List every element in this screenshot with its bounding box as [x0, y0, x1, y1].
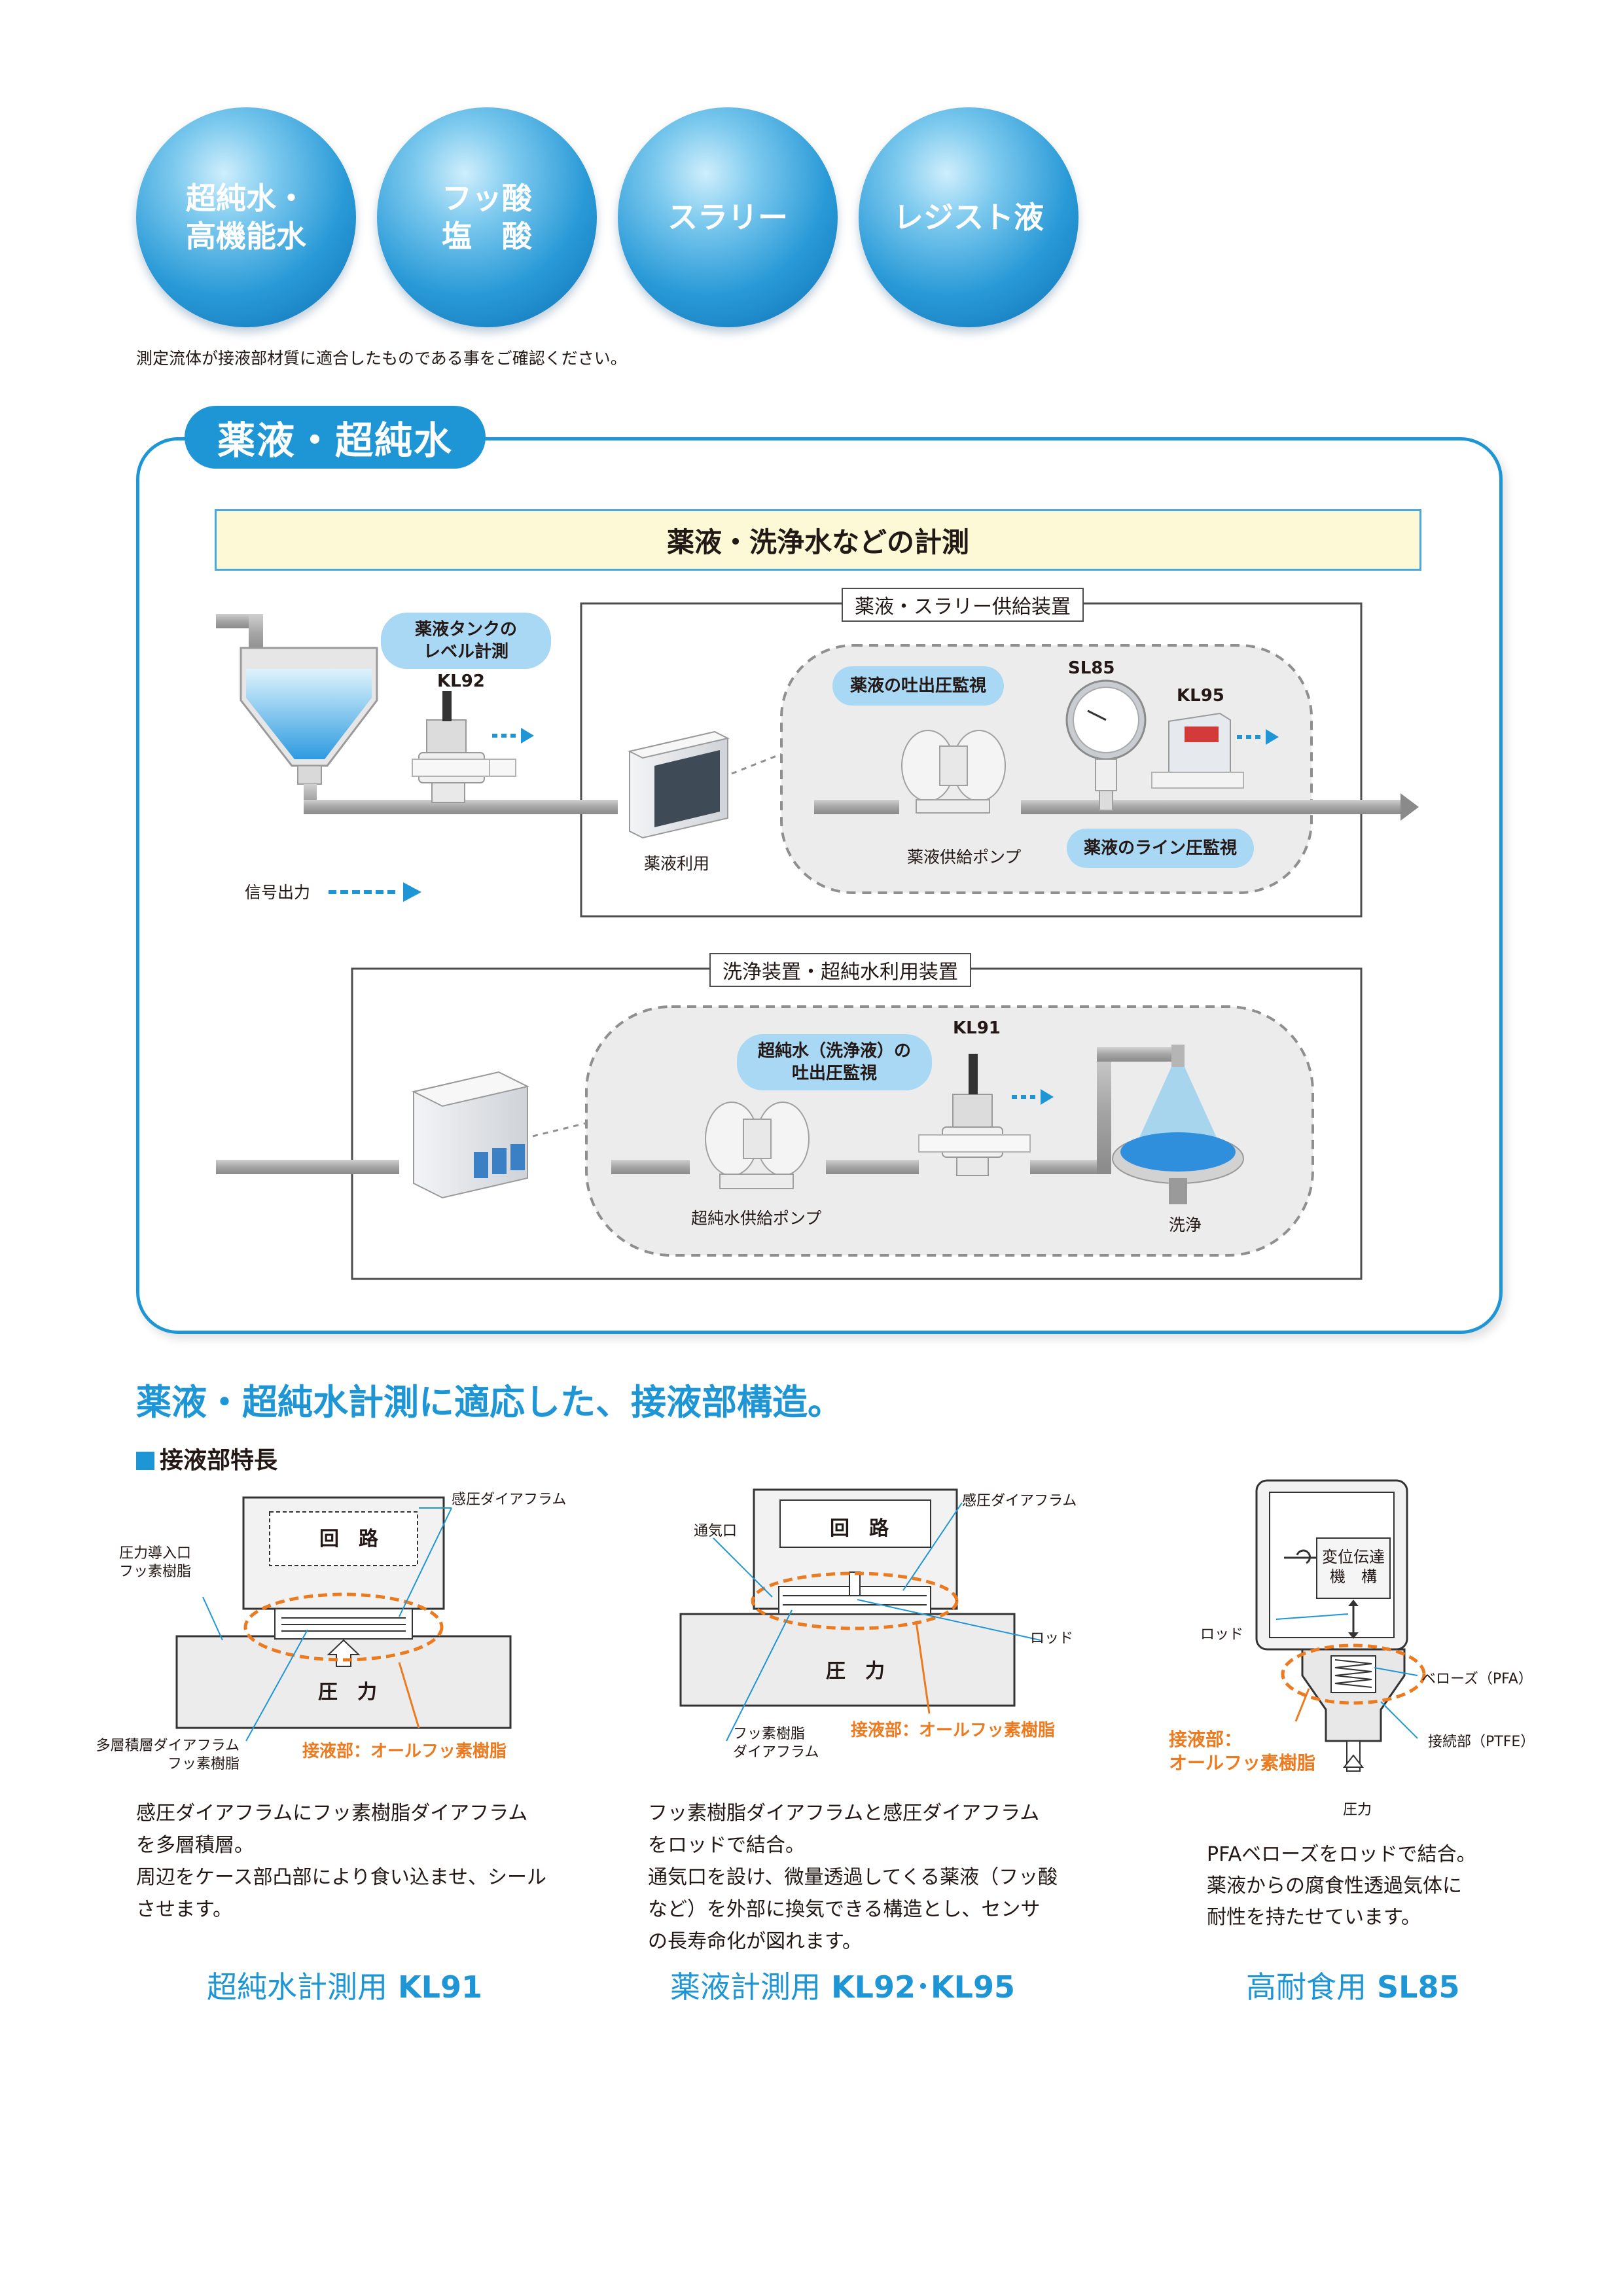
wash-label: 洗浄 — [1169, 1215, 1202, 1234]
line-pressure-pill: 薬液のライン圧監視 — [1067, 829, 1254, 868]
water-spray — [1139, 1067, 1217, 1139]
section-title: 薬液・超純水計測に適応した、接液部構造。 — [136, 1382, 843, 1423]
cleaning-wafer — [1112, 1132, 1244, 1204]
bubble-ultrapure-water: 超純水・ 高機能水 — [136, 107, 356, 327]
d1-product-prefix: 超純水計測用 — [207, 1969, 387, 2005]
d2-rod-label: ロッド — [1030, 1630, 1074, 1647]
kl91-label: KL91 — [953, 1018, 1001, 1038]
pump-label: 薬液供給ポンプ — [907, 848, 1022, 867]
d2-description: フッ素樹脂ダイアフラムと感圧ダイアフラム をロッドで結合。 通気口を設け、微量透… — [648, 1802, 1058, 1953]
d3-product-prefix: 高耐食用 — [1246, 1969, 1366, 2005]
tank-level-pill: 薬液タンクの レベル計測 — [381, 613, 551, 669]
d3-joint-label: 接続部（PTFE） — [1428, 1734, 1535, 1750]
d1-circuit: 回 路 — [319, 1528, 378, 1551]
signal-output-legend-arrow — [329, 882, 421, 902]
ultrapure-pump-label: 超純水供給ポンプ — [691, 1209, 822, 1228]
d3-pressure-label: 圧力 — [1343, 1802, 1372, 1818]
d1-product-model: KL91 — [398, 1969, 482, 2005]
d3-product: 高耐食用 SL85 — [1246, 1964, 1459, 2007]
bubble-hydrofluoric-acid: フッ酸 塩 酸 — [377, 107, 597, 327]
discharge-pressure-pill: 薬液の吐出圧監視 — [832, 666, 1004, 706]
d2-fluoro-label: フッ素樹脂 ダイアフラム — [733, 1726, 819, 1761]
fluid-compatibility-note: 測定流体が接液部材質に適合したものである事をご確認ください。 — [136, 349, 627, 368]
d1-inlet-label: 圧力導入口 フッ素樹脂 — [118, 1545, 191, 1580]
panel-tab: 薬液・超純水 — [185, 406, 486, 469]
d2-pressure: 圧 力 — [826, 1660, 885, 1683]
upper-pipe-left — [304, 800, 618, 814]
kl95-label: KL95 — [1177, 686, 1224, 706]
d1-multilayer-label: 多層積層ダイアフラム フッ素樹脂 — [96, 1738, 240, 1772]
signal-output-label: 信号出力 — [245, 883, 311, 902]
d1-product: 超純水計測用 KL91 — [207, 1964, 482, 2007]
lower-pipe-left — [216, 1160, 399, 1174]
d3-rod-label: ロッド — [1200, 1626, 1244, 1643]
d1-diaphragm-label: 感圧ダイアフラム — [452, 1492, 567, 1508]
upper-box-title: 薬液・スラリー供給装置 — [842, 588, 1084, 622]
diagram-kl91 — [175, 1496, 512, 1742]
kl91-sensor — [918, 1054, 1031, 1176]
section-subtitle-text: 接液部特長 — [160, 1447, 278, 1474]
d3-product-model: SL85 — [1377, 1969, 1460, 2005]
d2-vent-label: 通気口 — [694, 1523, 738, 1539]
signal-arrow-kl95 — [1237, 729, 1279, 745]
d2-product-prefix: 薬液計測用 — [670, 1969, 821, 2005]
d2-product-model: KL92･KL95 — [831, 1969, 1015, 2005]
lower-box-title: 洗浄装置・超純水利用装置 — [709, 953, 971, 987]
signal-arrow-kl92 — [492, 728, 534, 744]
bubble-resist: レジスト液 — [859, 107, 1079, 327]
sl85-label: SL85 — [1068, 658, 1115, 678]
d3-mechanism-label: 変位伝達 機 構 — [1322, 1548, 1385, 1586]
d3-description: PFAベローズをロッドで結合。 薬液からの腐食性透過気体に 耐性を持たせています… — [1207, 1843, 1476, 1929]
chemical-use-equipment — [628, 730, 730, 839]
sl85-gauge — [1065, 679, 1147, 811]
chemical-use-label: 薬液利用 — [644, 854, 710, 873]
ultrapure-supply-pump — [705, 1102, 810, 1189]
d1-description: 感圧ダイアフラムにフッ素樹脂ダイアフラム を多層積層。 周辺をケース部凸部により… — [136, 1802, 546, 1921]
d1-wetted-label: 接液部：オールフッ素樹脂 — [302, 1742, 507, 1761]
panel-header: 薬液・洗浄水などの計測 — [215, 509, 1421, 571]
chemical-supply-pump — [901, 730, 1006, 814]
square-bullet-icon — [136, 1452, 154, 1470]
d1-pressure: 圧 力 — [318, 1681, 377, 1704]
diagram-kl92-kl95 — [679, 1488, 1041, 1742]
cleaning-equipment — [412, 1071, 529, 1199]
d3-wetted-label: 接液部： オールフッ素樹脂 — [1169, 1729, 1316, 1774]
kl92-label: KL92 — [437, 672, 485, 691]
ultrapure-discharge-pill: 超純水（洗浄液）の 吐出圧監視 — [737, 1034, 932, 1090]
d2-circuit: 回 路 — [830, 1517, 889, 1540]
signal-arrow-kl91 — [1012, 1089, 1054, 1105]
kl95-sensor — [1151, 712, 1244, 789]
d2-diaphragm-label: 感圧ダイアフラム — [962, 1493, 1077, 1509]
diagram-sl85 — [1255, 1479, 1426, 1772]
upper-pipe-right — [1021, 800, 1400, 814]
d2-product: 薬液計測用 KL92･KL95 — [670, 1964, 1015, 2007]
d2-wetted-label: 接液部：オールフッ素樹脂 — [851, 1721, 1056, 1740]
section-subtitle: 接液部特長 — [136, 1441, 277, 1475]
bubble-slurry: スラリー — [618, 107, 838, 327]
d3-bellows-label: ベローズ（PFA） — [1421, 1671, 1533, 1687]
